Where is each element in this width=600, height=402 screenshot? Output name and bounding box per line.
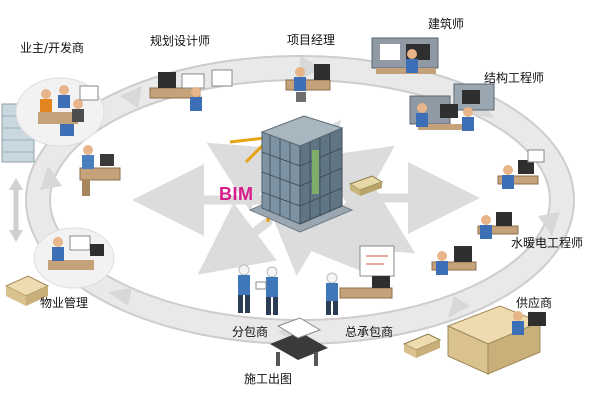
label-mep-engineer: 水暖电工程师 <box>511 236 584 250</box>
planner-illustration <box>149 69 233 111</box>
label-project-manager: 项目经理 <box>287 33 336 47</box>
plotter-illustration <box>270 317 328 366</box>
general-contractor-illustration <box>326 245 395 315</box>
label-structural-engineer: 结构工程师 <box>484 71 545 85</box>
label-architect: 建筑师 <box>428 17 465 31</box>
property-management-illustration <box>4 227 115 306</box>
label-planner: 规划设计师 <box>150 34 211 48</box>
label-supplier: 供应商 <box>516 296 553 310</box>
mep-engineer-illustration <box>477 212 519 239</box>
delivery-truck-icon <box>348 175 384 196</box>
right-workstation-illustration <box>497 149 545 189</box>
structural-engineer-illustration <box>409 83 495 131</box>
label-subcontractor: 分包商 <box>232 325 269 339</box>
owner-illustration <box>1 77 105 163</box>
label-general-contractor: 总承包商 <box>345 325 394 339</box>
label-property-management: 物业管理 <box>40 296 89 310</box>
left-double-arrow <box>9 178 23 242</box>
central-building <box>229 115 354 233</box>
architect-illustration <box>371 37 439 74</box>
owner-desk-illustration <box>79 145 121 196</box>
supplier-truck-icon <box>402 333 442 358</box>
bim-center-label: BIM <box>219 184 254 204</box>
subcontractor-illustration <box>238 264 278 315</box>
lower-right-workstation-illustration <box>431 246 477 275</box>
label-construction-drawing: 施工出图 <box>244 372 293 386</box>
supplier-illustration <box>402 305 546 375</box>
label-owner: 业主/开发商 <box>20 41 85 55</box>
project-manager-illustration <box>285 64 331 102</box>
